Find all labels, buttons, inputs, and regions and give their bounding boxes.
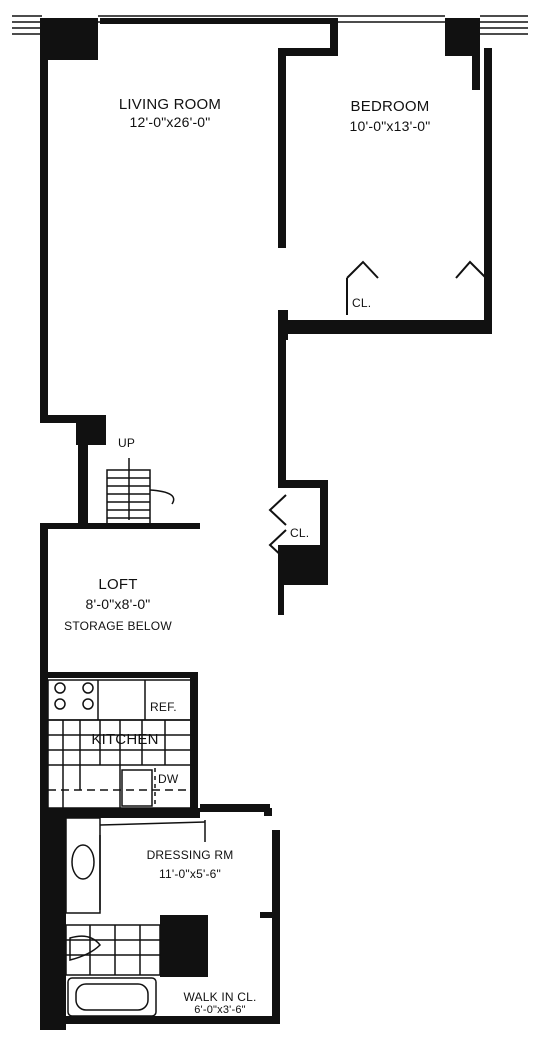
hall-closet-label: CL. <box>290 526 310 540</box>
bedroom-dims: 10'-0"x13'-0" <box>349 118 431 134</box>
living-room-name: LIVING ROOM <box>118 96 222 113</box>
refrigerator-label: REF. <box>150 700 177 714</box>
stair <box>106 458 175 526</box>
loft-name: LOFT <box>98 576 138 593</box>
stair-up-label: UP <box>118 436 136 450</box>
dressing-room-dims: 11'-0"x5'-6" <box>159 867 221 881</box>
kitchen-name: KITCHEN <box>91 731 159 748</box>
walk-in-closet-dims: 6'-0"x3'-6" <box>194 1004 246 1016</box>
dressing-room-name: DRESSING RM <box>146 848 234 862</box>
bedroom-closet-label: CL. <box>352 296 372 310</box>
loft-dims: 8'-0"x8'-0" <box>85 596 151 612</box>
bedroom-name: BEDROOM <box>350 98 430 115</box>
living-room-dims: 12'-0"x26'-0" <box>129 114 211 130</box>
loft-note: STORAGE BELOW <box>64 619 172 633</box>
closet-doors <box>268 260 487 561</box>
kitchen-fixtures <box>47 679 195 809</box>
walk-in-closet-name: WALK IN CL. <box>183 990 257 1004</box>
dishwasher-label: DW <box>158 772 179 786</box>
bath-fixtures <box>65 817 206 1017</box>
